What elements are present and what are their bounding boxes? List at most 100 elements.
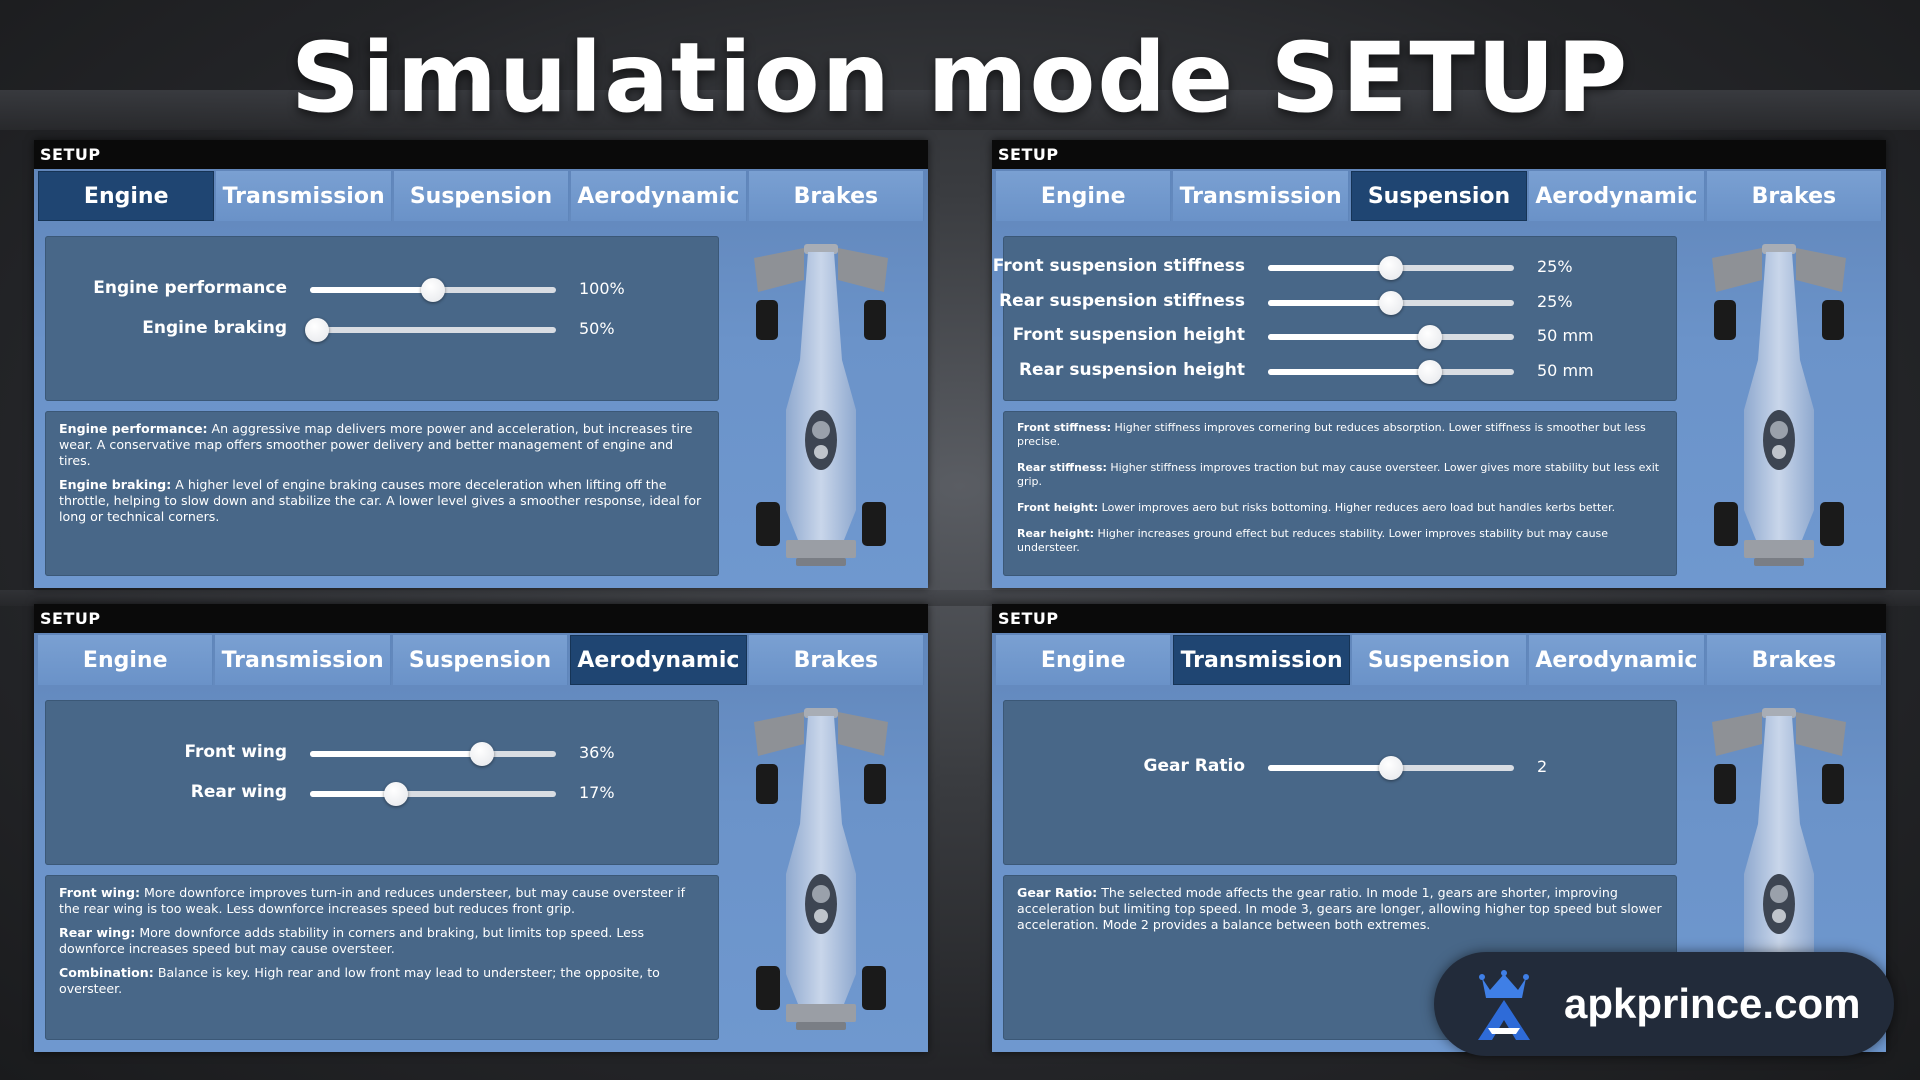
tab-brakes[interactable]: Brakes xyxy=(748,635,925,685)
slider-thumb[interactable] xyxy=(1418,359,1443,384)
slider-track[interactable] xyxy=(310,782,556,806)
watermark: apkprince.com xyxy=(1434,952,1894,1056)
tab-engine[interactable]: Engine xyxy=(38,635,214,685)
description-text: Balance is key. High rear and low front … xyxy=(59,965,660,996)
description-paragraph: Rear height: Higher increases ground eff… xyxy=(1017,527,1663,555)
description-paragraph: Engine braking: A higher level of engine… xyxy=(59,477,705,525)
tab-aerodynamic[interactable]: Aerodynamic xyxy=(571,171,747,221)
slider-row: Front suspension height 50 mm xyxy=(1003,319,1677,353)
description-paragraph: Rear wing: More downforce adds stability… xyxy=(59,925,705,957)
tab-brakes[interactable]: Brakes xyxy=(1706,171,1883,221)
slider-fill xyxy=(1268,334,1431,340)
tab-aerodynamic[interactable]: Aerodynamic xyxy=(1529,171,1705,221)
slider-track[interactable] xyxy=(310,278,556,302)
tab-transmission[interactable]: Transmission xyxy=(216,171,392,221)
slider-fill xyxy=(1268,299,1391,306)
slider-label: Gear Ratio xyxy=(1143,756,1245,776)
slider-fill xyxy=(310,751,483,757)
slider-fill xyxy=(1268,765,1391,771)
description-text: Higher stiffness improves cornering but … xyxy=(1017,421,1646,448)
description-term: Rear wing: xyxy=(59,925,136,940)
tab-transmission[interactable]: Transmission xyxy=(1173,635,1350,685)
slider-label: Engine performance xyxy=(93,278,287,298)
background-beam xyxy=(0,590,1920,606)
slider-fill xyxy=(1268,265,1391,271)
tab-engine[interactable]: Engine xyxy=(996,171,1172,221)
panel-header: SETUP xyxy=(992,604,1886,633)
slider-track[interactable] xyxy=(310,742,556,766)
slider-label: Front suspension stiffness xyxy=(992,256,1245,276)
car-top-view-icon xyxy=(754,244,888,566)
slider-thumb[interactable] xyxy=(1379,290,1403,315)
slider-value: 50 mm xyxy=(1537,360,1594,380)
tab-suspension[interactable]: Suspension xyxy=(392,635,569,685)
description-text: Lower improves aero but risks bottoming.… xyxy=(1098,501,1616,514)
slider-label: Front wing xyxy=(184,742,287,762)
slider-track[interactable] xyxy=(1268,290,1514,315)
description-term: Engine braking: xyxy=(59,477,172,492)
slider-track[interactable] xyxy=(1268,756,1514,780)
description-text: An aggressive map delivers more power an… xyxy=(59,421,693,468)
slider-track[interactable] xyxy=(1268,256,1514,280)
slider-label: Front suspension height xyxy=(1012,325,1245,345)
description-paragraph: Gear Ratio: The selected mode affects th… xyxy=(1017,885,1663,933)
panel-header: SETUP xyxy=(992,140,1886,169)
slider-track[interactable] xyxy=(305,318,556,342)
description-box: Front stiffness: Higher stiffness improv… xyxy=(1003,411,1677,576)
slider-thumb[interactable] xyxy=(1379,256,1403,280)
slider-row: Rear wing 17% xyxy=(45,776,719,810)
tab-aerodynamic[interactable]: Aerodynamic xyxy=(570,635,747,685)
description-paragraph: Front stiffness: Higher stiffness improv… xyxy=(1017,421,1663,449)
slider-fill xyxy=(310,791,397,797)
tab-engine[interactable]: Engine xyxy=(38,171,215,221)
slider-row: Front wing 36% xyxy=(45,736,719,770)
slider-thumb[interactable] xyxy=(1379,756,1403,780)
panel-header: SETUP xyxy=(34,604,928,633)
description-term: Front wing: xyxy=(59,885,140,900)
description-term: Combination: xyxy=(59,965,154,980)
tab-transmission[interactable]: Transmission xyxy=(1173,171,1349,221)
slider-thumb[interactable] xyxy=(305,318,330,342)
slider-value: 25% xyxy=(1537,257,1573,276)
tab-aerodynamic[interactable]: Aerodynamic xyxy=(1529,635,1705,685)
slider-row: Front suspension stiffness 25% xyxy=(993,250,1677,284)
background-beam xyxy=(0,90,1920,130)
description-text: More downforce improves turn-in and redu… xyxy=(59,885,686,916)
slider-value: 50 mm xyxy=(1537,326,1594,345)
slider-value: 2 xyxy=(1537,757,1548,776)
slider-label: Rear suspension height xyxy=(1018,359,1245,380)
description-paragraph: Rear stiffness: Higher stiffness improve… xyxy=(1017,461,1663,489)
tab-suspension[interactable]: Suspension xyxy=(1351,635,1528,685)
tab-brakes[interactable]: Brakes xyxy=(748,171,925,221)
slider-fill xyxy=(310,287,433,293)
description-term: Rear height: xyxy=(1017,527,1095,540)
slider-track[interactable] xyxy=(1268,325,1514,349)
slider-value: 25% xyxy=(1537,291,1573,311)
tab-suspension[interactable]: Suspension xyxy=(393,171,570,221)
slider-row: Rear suspension height 50 mm xyxy=(1003,354,1677,388)
slider-thumb[interactable] xyxy=(1418,325,1443,349)
tab-suspension[interactable]: Suspension xyxy=(1350,171,1528,221)
slider-fill xyxy=(1268,368,1431,375)
slider-label: Rear wing xyxy=(190,782,287,802)
slider-track[interactable] xyxy=(1268,359,1514,384)
slider-row: Engine performance 100% xyxy=(45,272,719,306)
slider-value: 100% xyxy=(579,279,625,298)
tab-brakes[interactable]: Brakes xyxy=(1706,635,1883,685)
slider-thumb[interactable] xyxy=(384,782,409,806)
slider-thumb[interactable] xyxy=(421,278,445,302)
description-text: More downforce adds stability in corners… xyxy=(59,925,645,956)
description-paragraph: Front height: Lower improves aero but ri… xyxy=(1017,501,1663,515)
tab-engine[interactable]: Engine xyxy=(996,635,1172,685)
car-preview xyxy=(1704,240,1854,570)
description-term: Rear stiffness: xyxy=(1017,461,1107,474)
description-term: Front stiffness: xyxy=(1017,421,1111,434)
description-text: Higher increases ground effect but reduc… xyxy=(1017,527,1609,554)
tab-transmission[interactable]: Transmission xyxy=(215,635,391,685)
slider-thumb[interactable] xyxy=(470,742,495,766)
description-term: Gear Ratio: xyxy=(1017,885,1098,900)
